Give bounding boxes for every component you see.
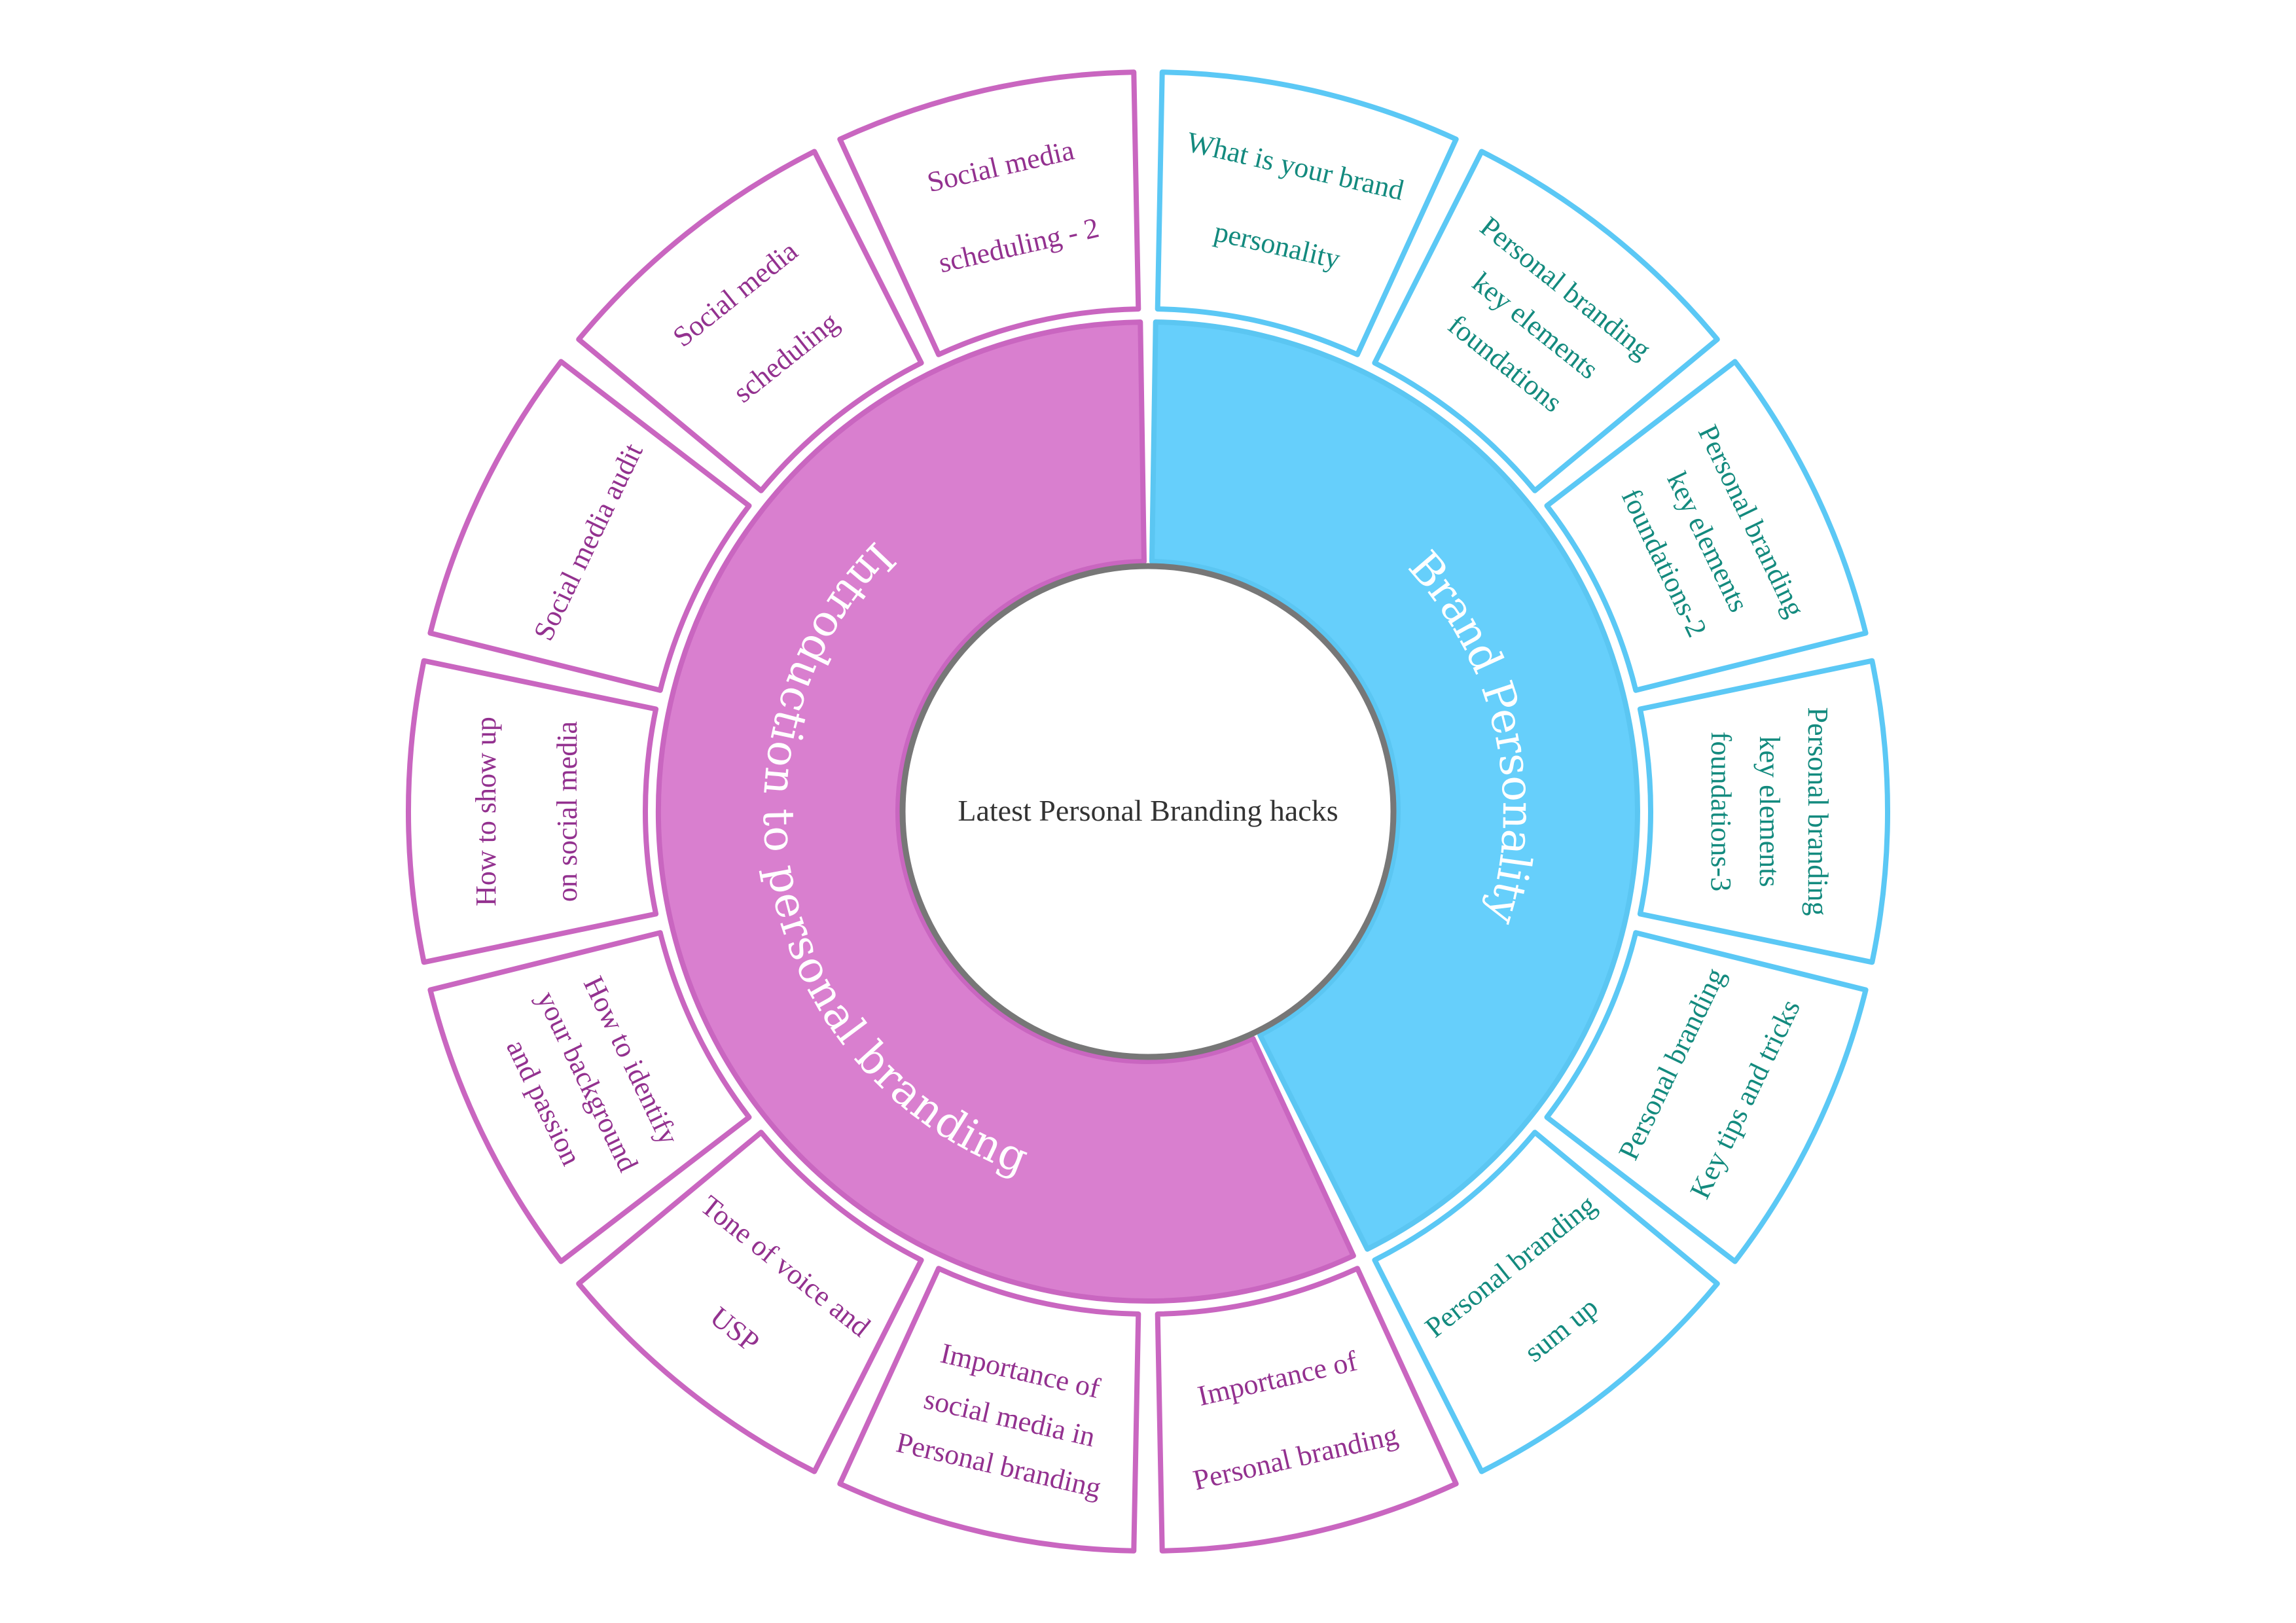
segment-introduction-shape[interactable] — [655, 319, 1356, 1304]
outer-item-personal-branding-key-elements-foundations[interactable]: Personal brandingkey elementsfoundations — [1372, 149, 1720, 493]
center-title: Latest Personal Branding hacks — [958, 794, 1338, 827]
outer-item-cell[interactable] — [1544, 359, 1869, 693]
outer-item-cell[interactable] — [1155, 69, 1459, 357]
outer-item-what-is-your-brand-personality[interactable]: What is your brandpersonality — [1155, 69, 1459, 357]
outer-item-cell[interactable] — [427, 359, 752, 693]
outer-item-cell[interactable] — [427, 930, 752, 1264]
outer-item-importance-of-social-media-in-personal-branding[interactable]: Importance ofsocial media inPersonal bra… — [837, 1266, 1141, 1554]
outer-item-personal-branding-sum-up[interactable]: Personal brandingsum up — [1372, 1130, 1720, 1474]
outer-item-personal-branding-key-elements-foundations-2[interactable]: Personal brandingkey elementsfoundations… — [1544, 359, 1869, 693]
outer-item-label: Personal brandingkey elementsfoundations… — [1705, 707, 1834, 916]
outer-item-cell[interactable] — [1544, 930, 1869, 1264]
outer-item-tone-of-voice-and-usp[interactable]: Tone of voice andUSP — [576, 1130, 924, 1474]
outer-item-social-media-scheduling[interactable]: Social mediascheduling — [576, 149, 924, 493]
outer-item-importance-of-personal-branding[interactable]: Importance ofPersonal branding — [1155, 1266, 1459, 1554]
outer-item-cell[interactable] — [1155, 1266, 1459, 1554]
segment-brand-personality[interactable]: Brand Personality — [1149, 319, 1640, 1252]
outer-item-cell[interactable] — [1372, 1130, 1720, 1474]
outer-item-cell[interactable] — [406, 658, 659, 965]
outer-item-cell[interactable] — [837, 69, 1141, 357]
outer-item-cell[interactable] — [576, 1130, 924, 1474]
outer-item-cell[interactable] — [1637, 658, 1890, 965]
center-circle — [899, 563, 1397, 1060]
outer-item-social-media-audit[interactable]: Social media audit — [427, 359, 752, 693]
outer-item-personal-branding-key-tips-and-tricks[interactable]: Personal brandingKey tips and tricks — [1544, 930, 1869, 1264]
outer-item-how-to-identify-your-background-and-passion[interactable]: How to identifyyour backgroundand passio… — [427, 930, 752, 1264]
outer-item-cell[interactable] — [837, 1266, 1141, 1554]
outer-item-cell[interactable] — [576, 149, 924, 493]
center-node: Latest Personal Branding hacks — [899, 563, 1397, 1060]
segment-brand-personality-shape[interactable] — [1149, 319, 1640, 1252]
outer-item-cell[interactable] — [1372, 149, 1720, 493]
outer-item-social-media-scheduling-2[interactable]: Social mediascheduling - 2 — [837, 69, 1141, 357]
outer-item-personal-branding-key-elements-foundations-3[interactable]: Personal brandingkey elementsfoundations… — [1637, 658, 1890, 965]
